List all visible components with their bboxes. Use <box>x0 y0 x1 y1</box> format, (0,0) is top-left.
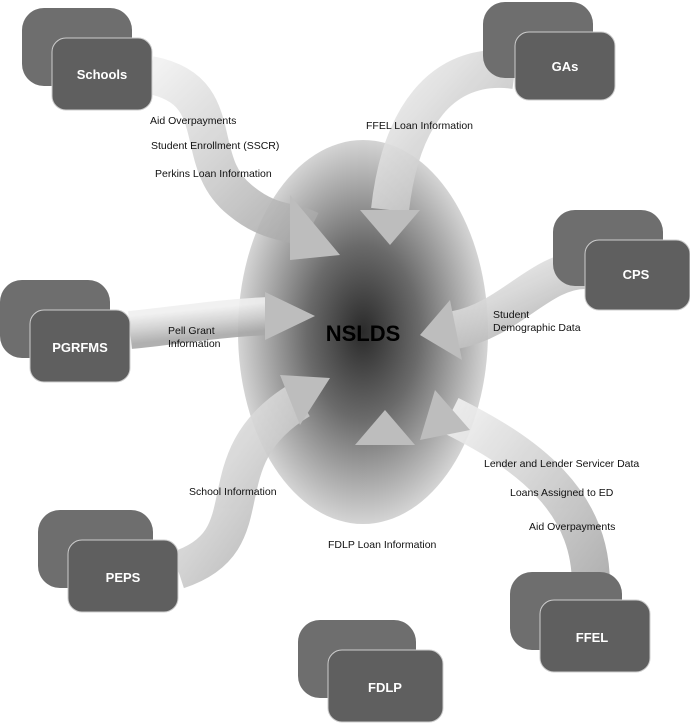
system-gas[interactable]: GAs <box>483 2 616 101</box>
flow-label: Loans Assigned to ED <box>510 487 614 499</box>
arrowhead-peps <box>280 375 330 425</box>
system-cps[interactable]: CPS <box>553 210 690 311</box>
system-schools[interactable]: Schools <box>22 8 153 111</box>
nslds-label: NSLDS <box>326 321 401 346</box>
peps-label: PEPS <box>106 570 141 585</box>
flow-label: Aid Overpayments <box>529 521 615 533</box>
arrow-pgrfms <box>128 297 271 349</box>
system-pgrfms[interactable]: PGRFMS <box>0 280 131 383</box>
flow-label: School Information <box>189 486 277 498</box>
flow-label: Student Enrollment (SSCR) <box>151 140 279 152</box>
system-ffel[interactable]: FFEL <box>510 572 651 673</box>
flow-label: Perkins Loan Information <box>155 168 272 180</box>
flow-label: FDLP Loan Information <box>328 539 437 551</box>
flow-label: Student <box>493 309 529 321</box>
arrowhead-gas <box>360 210 420 245</box>
schools-label: Schools <box>77 67 128 82</box>
system-fdlp[interactable]: FDLP <box>298 620 444 723</box>
arrow-gas <box>371 49 518 213</box>
flow-label: Lender and Lender Servicer Data <box>484 458 639 470</box>
flow-label: Information <box>168 338 221 350</box>
fdlp-label: FDLP <box>368 680 402 695</box>
ffel-label: FFEL <box>576 630 609 645</box>
system-peps[interactable]: PEPS <box>38 510 179 613</box>
pgrfms-label: PGRFMS <box>52 340 108 355</box>
arrowhead-fdlp <box>355 410 415 445</box>
cps-label: CPS <box>623 267 650 282</box>
arrowhead-cps <box>420 300 462 360</box>
arrowhead-schools <box>290 195 340 260</box>
flow-label: FFEL Loan Information <box>366 120 473 132</box>
flow-label: Pell Grant <box>168 325 215 337</box>
arrowhead-pgrfms <box>265 292 315 340</box>
arrow-ffel <box>441 398 610 602</box>
arrow-schools <box>145 56 319 248</box>
arrow-peps <box>171 383 311 589</box>
arrowhead-ffel <box>420 390 470 440</box>
flow-label: Demographic Data <box>493 322 581 334</box>
flow-label: Aid Overpayments <box>150 115 236 127</box>
gas-label: GAs <box>552 59 579 74</box>
